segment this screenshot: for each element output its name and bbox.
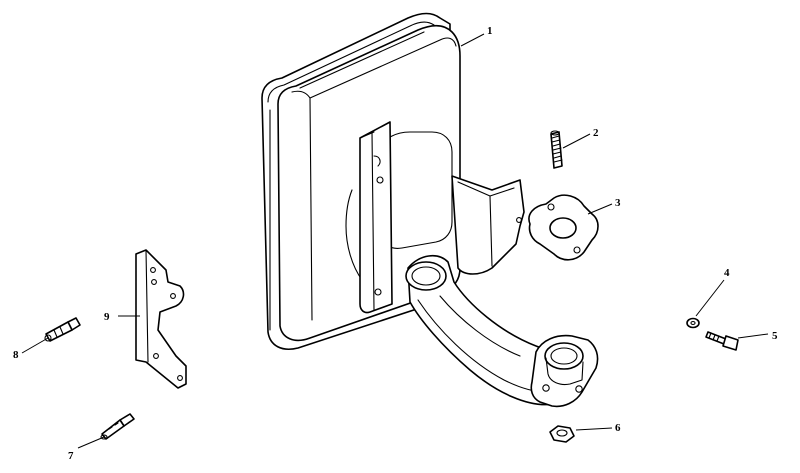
callout-7: 7 <box>68 450 74 462</box>
leader-lines <box>21 33 769 449</box>
callout-6: 6 <box>615 422 621 434</box>
nut-part-6 <box>549 425 575 443</box>
callout-5: 5 <box>772 330 778 342</box>
exhaust-pipe <box>405 255 599 408</box>
washer-part-4 <box>686 317 700 329</box>
bolt-part-7 <box>100 413 135 440</box>
callout-2: 2 <box>593 127 599 139</box>
callout-4: 4 <box>724 267 730 279</box>
bolt-part-5 <box>705 331 739 351</box>
callout-8: 8 <box>13 349 19 361</box>
callout-9: 9 <box>104 311 110 323</box>
callout-1: 1 <box>487 25 493 37</box>
bracket-part-9 <box>135 249 187 389</box>
stud-part-2 <box>550 130 563 169</box>
muffler-body <box>261 12 525 350</box>
bolt-part-8 <box>44 317 81 342</box>
gasket-part-3 <box>528 194 599 261</box>
callout-3: 3 <box>615 197 621 209</box>
